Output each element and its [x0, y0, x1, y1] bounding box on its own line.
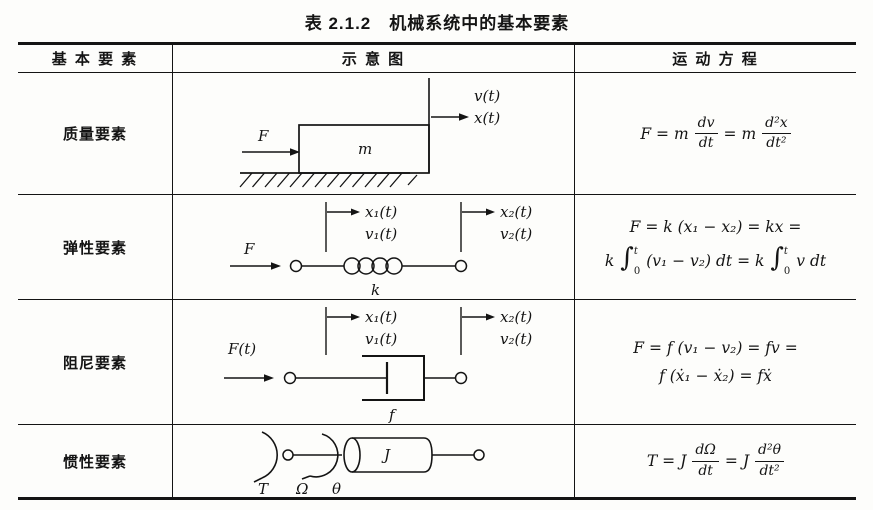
diagram-inertia-element: J T Ω θ: [173, 425, 575, 497]
row-label-spring-element: 弹性要素: [18, 195, 173, 300]
fraction: d²x dt²: [762, 115, 791, 153]
fraction: dΩ dt: [692, 442, 719, 480]
force-arrow: [229, 261, 281, 270]
x2-label: x₂(t): [500, 203, 532, 221]
omega-rotation-arc: [301, 433, 339, 480]
spring-coil: [342, 256, 403, 275]
integral-sign: ∫: [770, 243, 784, 274]
damper-equation: F = f (v₁ − v₂) = fv = f (ẋ₁ − ẋ₂) = fẋ: [633, 339, 797, 385]
eq-term: F = f (v₁ − v₂) = fv =: [633, 339, 798, 357]
left-node: [289, 259, 302, 272]
integral: ∫ t 0: [620, 243, 641, 277]
velocity-label: v(t): [474, 87, 500, 105]
col-header-basic-element: 基 本 要 素: [18, 45, 173, 73]
diagram-damper-element: x₁(t) v₁(t) x₂(t) v₂(t) F(t): [173, 300, 575, 425]
stiffness-label: k: [371, 281, 380, 299]
theta-label: θ: [332, 480, 341, 496]
force-arrow: [241, 147, 300, 156]
force-label: F(t): [227, 340, 256, 358]
eq-term: = J: [724, 452, 750, 470]
equation-mass-element: F = m dv dt = m d²x dt²: [575, 73, 856, 195]
force-label: F: [243, 240, 255, 258]
motion-arrow: [430, 112, 469, 121]
left-node: [283, 371, 296, 384]
torque-label: T: [258, 480, 269, 496]
left-motion-arrow: [326, 208, 360, 215]
eq-term: v dt: [796, 252, 827, 270]
v2-label: v₂(t): [500, 225, 532, 243]
right-motion-arrow: [461, 313, 495, 320]
right-node: [454, 371, 467, 384]
right-node: [454, 259, 467, 272]
col-header-schematic: 示 意 图: [173, 45, 575, 73]
eq-term: (v₁ − v₂) dt = k: [646, 252, 765, 270]
diagram-mass-element: v(t) x(t) F m: [173, 73, 575, 195]
damper-schematic: x₁(t) v₁(t) x₂(t) v₂(t) F(t): [223, 306, 532, 424]
integral-sign: ∫: [620, 243, 634, 274]
equation-inertia-element: T = J dΩ dt = J d²θ dt²: [575, 425, 856, 497]
omega-label: Ω: [295, 480, 308, 496]
row-label-inertia-element: 惯性要素: [18, 425, 173, 497]
row-label-damper-element: 阻尼要素: [18, 300, 173, 425]
inertia-label: J: [381, 446, 391, 464]
damping-label: f: [388, 406, 397, 424]
equation-damper-element: F = f (v₁ − v₂) = fv = f (ẋ₁ − ẋ₂) = fẋ: [575, 300, 856, 425]
eq-term: = m: [723, 124, 757, 143]
right-node: [472, 449, 485, 461]
mass-schematic: v(t) x(t) F m: [239, 77, 500, 187]
torque-rotation-arc: [253, 431, 278, 483]
inertia-schematic: J T Ω θ: [253, 431, 485, 496]
spring-schematic: x₁(t) v₁(t) x₂(t) v₂(t) F: [229, 201, 532, 299]
displacement-label: x(t): [474, 109, 500, 127]
eq-term: T = J: [646, 452, 687, 470]
eq-term: k: [604, 252, 615, 270]
diagram-spring-element: x₁(t) v₁(t) x₂(t) v₂(t) F: [173, 195, 575, 300]
eq-term: F = m: [640, 124, 689, 143]
row-label-mass-element: 质量要素: [18, 73, 173, 195]
left-node: [281, 449, 294, 461]
force-label: F: [257, 127, 269, 145]
force-arrow: [223, 373, 274, 382]
mass-equation: F = m dv dt = m d²x dt²: [640, 115, 791, 153]
v2-label: v₂(t): [500, 330, 532, 348]
equation-spring-element: F = k (x₁ − x₂) = kx = k ∫ t 0 (v₁ − v₂)…: [575, 195, 856, 300]
elements-table: 基 本 要 素 示 意 图 运 动 方 程 质量要素 v(t) x(t) F m: [18, 42, 856, 500]
fraction: d²θ dt²: [755, 442, 785, 480]
right-motion-arrow: [461, 208, 495, 215]
ground-hatching: [239, 172, 417, 187]
col-header-motion-equation: 运 动 方 程: [575, 45, 856, 73]
integral: ∫ t 0: [770, 243, 791, 277]
left-motion-arrow: [326, 313, 360, 320]
v1-label: v₁(t): [365, 330, 397, 348]
spring-equation: F = k (x₁ − x₂) = kx = k ∫ t 0 (v₁ − v₂)…: [604, 218, 827, 277]
fraction: dv dt: [694, 115, 718, 153]
x1-label: x₁(t): [365, 203, 397, 221]
x2-label: x₂(t): [500, 308, 532, 326]
eq-term: F = k (x₁ − x₂) = kx =: [629, 218, 802, 236]
v1-label: v₁(t): [365, 225, 397, 243]
table-caption: 表 2.1.2 机械系统中的基本要素: [304, 14, 570, 33]
eq-term: f (ẋ₁ − ẋ₂) = fẋ: [659, 367, 772, 385]
mass-label: m: [358, 140, 372, 158]
inertia-equation: T = J dΩ dt = J d²θ dt²: [646, 442, 785, 480]
x1-label: x₁(t): [365, 308, 397, 326]
